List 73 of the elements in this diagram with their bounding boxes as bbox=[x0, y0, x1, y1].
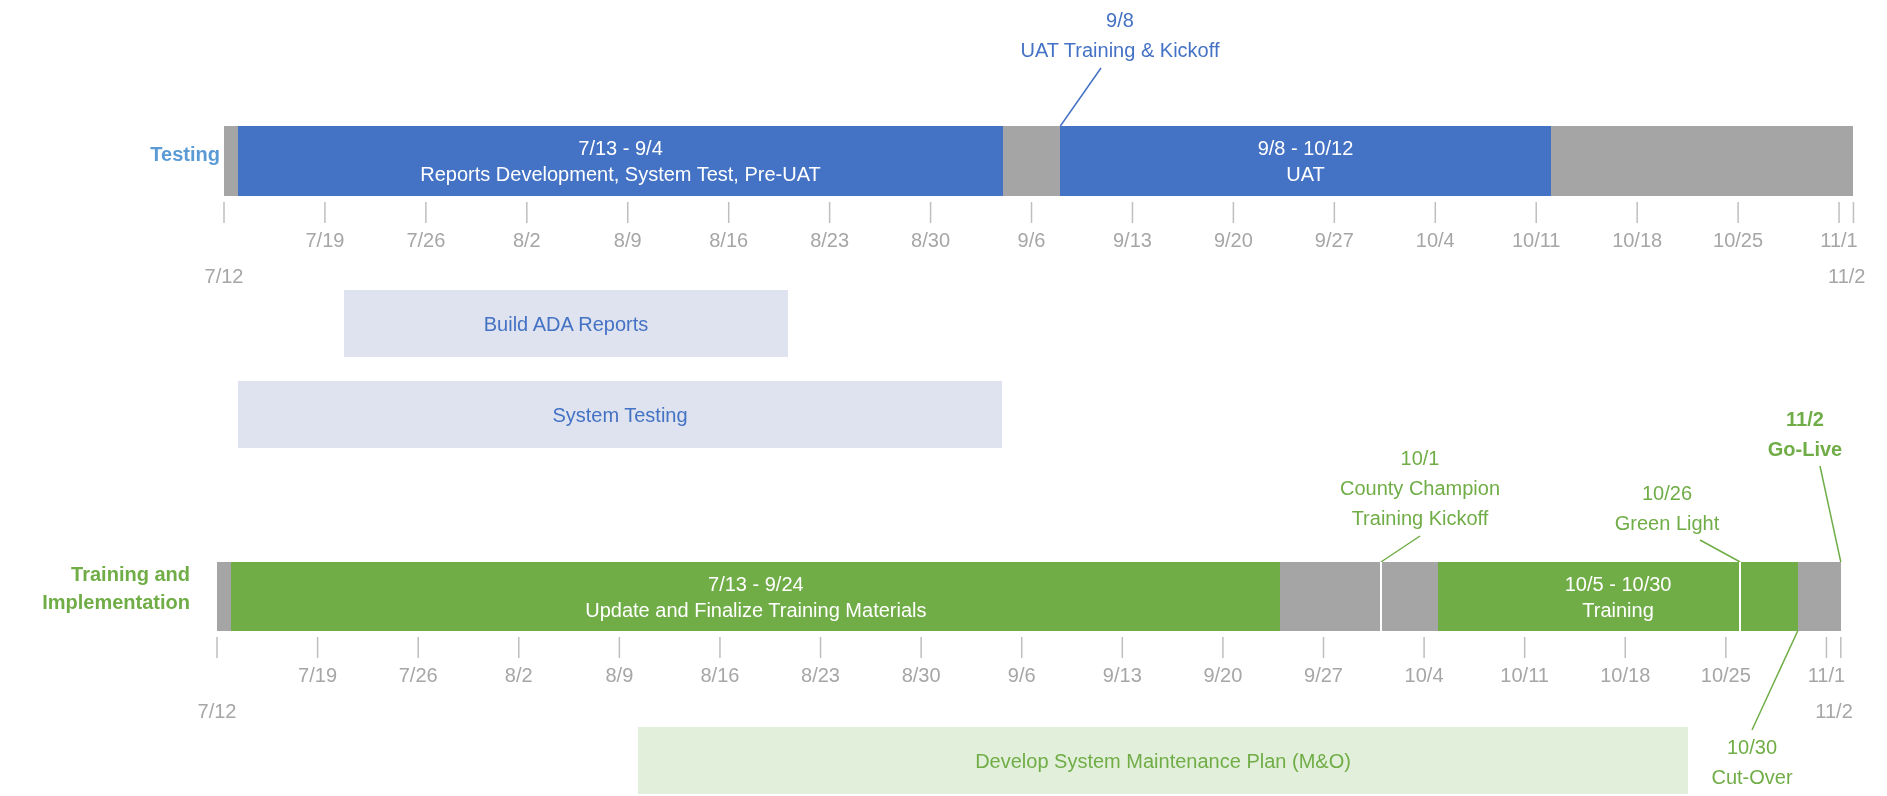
leader-line bbox=[1819, 465, 1842, 563]
date-range-label: 10/5 - 10/30 bbox=[1564, 571, 1672, 597]
date-tick-label: 10/18 bbox=[1599, 663, 1652, 687]
task-label: System Testing bbox=[552, 402, 688, 428]
milestone-label: UAT Training & Kickoff bbox=[1020, 38, 1220, 63]
activity-bar bbox=[238, 381, 1002, 448]
date-tick-label: 8/9 bbox=[604, 663, 635, 687]
date-tick-label: 10/18 bbox=[1611, 228, 1664, 252]
date-range-label: 7/13 - 9/24 bbox=[708, 571, 804, 597]
date-tick-label: 7/12 bbox=[196, 699, 238, 723]
task-label: UAT bbox=[1286, 162, 1325, 187]
date-tick-label: 9/13 bbox=[1112, 228, 1153, 252]
task-bar bbox=[238, 126, 1003, 196]
milestone-date: 9/8 bbox=[1106, 8, 1134, 33]
milestone-date: 10/1 bbox=[1400, 446, 1440, 471]
date-tick-label: 11/2 bbox=[1814, 699, 1853, 723]
date-tick-label: 10/11 bbox=[1499, 663, 1550, 687]
task-bar bbox=[231, 562, 1281, 631]
leader-line bbox=[1699, 539, 1741, 563]
leader-line bbox=[1059, 67, 1102, 127]
date-tick-label: 10/4 bbox=[1414, 228, 1456, 252]
date-tick-label: 9/6 bbox=[1006, 663, 1037, 687]
date-tick-label: 10/11 bbox=[1510, 228, 1562, 252]
task-bar bbox=[1060, 126, 1551, 196]
milestone-date: 10/26 bbox=[1641, 481, 1693, 506]
task-label: Update and Finalize Training Materials bbox=[585, 597, 927, 623]
date-range-label: 7/13 - 9/4 bbox=[578, 136, 663, 161]
date-tick-label: 7/19 bbox=[297, 663, 339, 687]
date-tick-label: 10/4 bbox=[1403, 663, 1445, 687]
date-tick-label: 8/16 bbox=[699, 663, 741, 687]
date-tick-label: 8/2 bbox=[503, 663, 534, 687]
activity-bar bbox=[344, 290, 788, 357]
leader-line bbox=[1751, 630, 1799, 731]
task-label: Build ADA Reports bbox=[483, 311, 649, 337]
date-tick-label: 7/12 bbox=[203, 264, 245, 288]
date-tick-label: 9/20 bbox=[1202, 663, 1244, 687]
milestone-label: Cut-Over bbox=[1711, 765, 1793, 790]
date-tick-label: 7/26 bbox=[405, 228, 447, 252]
date-tick-label: 8/23 bbox=[809, 228, 851, 252]
date-tick-label: 9/13 bbox=[1101, 663, 1143, 687]
date-tick-label: 9/6 bbox=[1016, 228, 1047, 252]
date-tick-label: 9/27 bbox=[1313, 228, 1355, 252]
row-label: Testing bbox=[149, 142, 220, 167]
timeline-track bbox=[217, 562, 1841, 631]
date-tick-label: 8/23 bbox=[800, 663, 841, 687]
date-tick-label: 11/1 bbox=[1819, 228, 1859, 252]
date-tick-label: 11/2 bbox=[1827, 264, 1866, 288]
date-tick-label: 10/25 bbox=[1699, 663, 1752, 687]
milestone-date: 11/2 bbox=[1786, 407, 1824, 432]
date-tick-label: 8/16 bbox=[708, 228, 750, 252]
date-tick-label: 8/30 bbox=[900, 663, 942, 687]
row-label: Training and Implementation bbox=[41, 562, 190, 615]
date-tick-label: 9/20 bbox=[1212, 228, 1254, 252]
date-tick-label: 7/26 bbox=[397, 663, 439, 687]
timeline-track bbox=[224, 126, 1854, 196]
milestone-label: Green Light bbox=[1614, 511, 1720, 536]
date-range-label: 9/8 - 10/12 bbox=[1257, 136, 1354, 161]
date-tick-label: 11/1 bbox=[1806, 663, 1847, 687]
date-tick-label: 8/30 bbox=[910, 228, 952, 252]
date-tick-label: 8/9 bbox=[612, 228, 643, 252]
date-tick-label: 7/19 bbox=[304, 228, 346, 252]
date-tick-label: 8/2 bbox=[511, 228, 542, 252]
milestone-label: Go-Live bbox=[1767, 437, 1843, 462]
activity-bar bbox=[638, 727, 1688, 794]
task-label: Training bbox=[1582, 597, 1654, 623]
milestone-date: 10/30 bbox=[1726, 735, 1778, 760]
task-bar bbox=[1438, 562, 1798, 631]
task-label: Develop System Maintenance Plan (M&O) bbox=[975, 748, 1351, 774]
task-label: Reports Development, System Test, Pre-UAT bbox=[420, 162, 821, 187]
milestone-label: County Champion Training Kickoff bbox=[1338, 476, 1502, 531]
date-tick-label: 9/27 bbox=[1303, 663, 1344, 687]
date-tick-label: 10/25 bbox=[1712, 228, 1765, 252]
leader-line bbox=[1380, 535, 1421, 563]
